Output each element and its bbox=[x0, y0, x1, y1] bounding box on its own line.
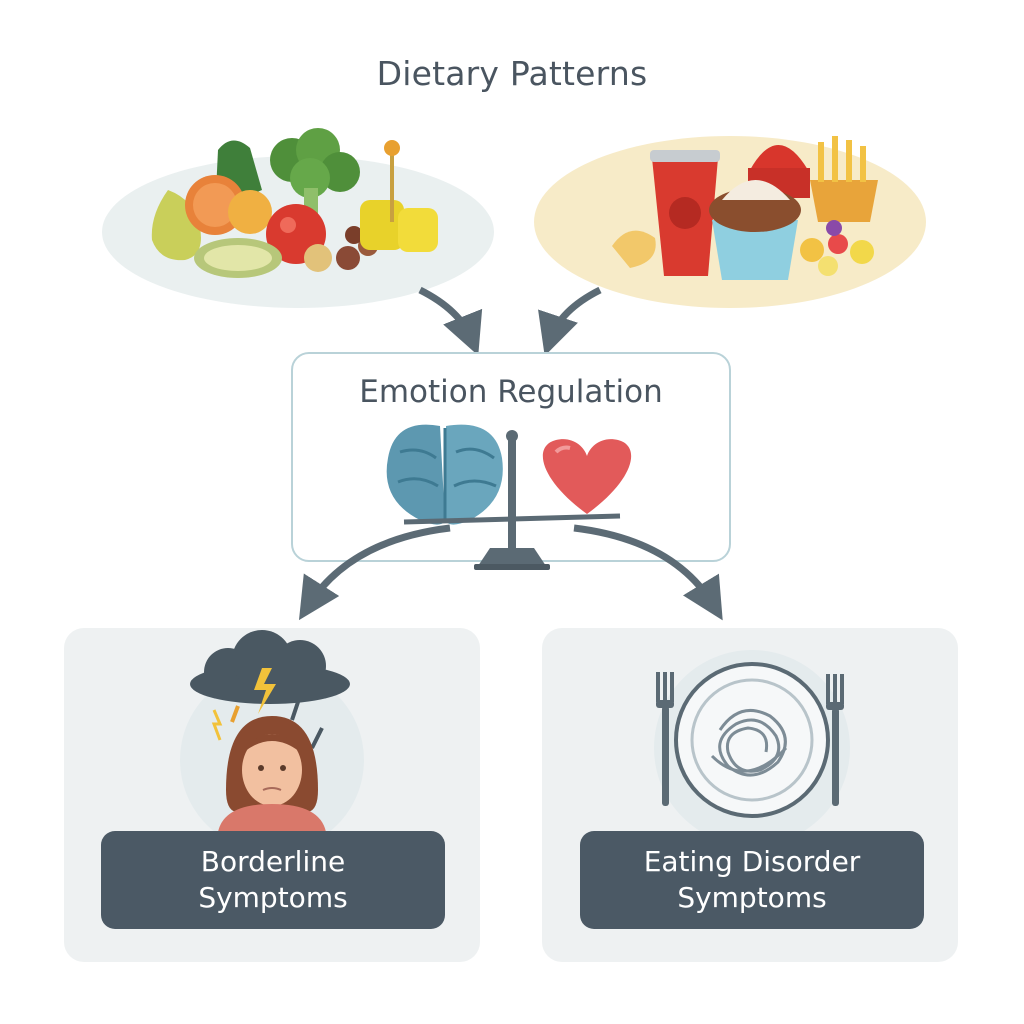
eating-disorder-label-line1: Eating Disorder bbox=[643, 845, 861, 878]
diagram-title: Dietary Patterns bbox=[376, 54, 648, 93]
processed-food-plate-icon bbox=[534, 136, 926, 308]
brain-icon bbox=[386, 424, 503, 525]
heart-icon bbox=[542, 439, 632, 514]
balance-scale-icon bbox=[403, 430, 621, 570]
arrow-emotion-to-eating-disorder bbox=[573, 524, 723, 621]
emotion-regulation-title: Emotion Regulation bbox=[359, 374, 663, 410]
arrow-emotion-to-borderline bbox=[298, 524, 451, 621]
arrow-healthy-to-emotion bbox=[418, 286, 483, 356]
eating-disorder-label-line2: Symptoms bbox=[677, 881, 827, 914]
tangled-plate-fork-icon bbox=[654, 650, 850, 846]
borderline-label-line2: Symptoms bbox=[198, 881, 348, 914]
eating-disorder-symptoms-label: Eating Disorder Symptoms bbox=[580, 831, 924, 929]
borderline-symptoms-label: Borderline Symptoms bbox=[101, 831, 445, 929]
borderline-label-line1: Borderline bbox=[200, 845, 346, 878]
arrow-processed-to-emotion bbox=[538, 286, 602, 356]
stressed-woman-storm-cloud-icon bbox=[180, 630, 364, 852]
healthy-food-plate-icon bbox=[102, 128, 494, 308]
